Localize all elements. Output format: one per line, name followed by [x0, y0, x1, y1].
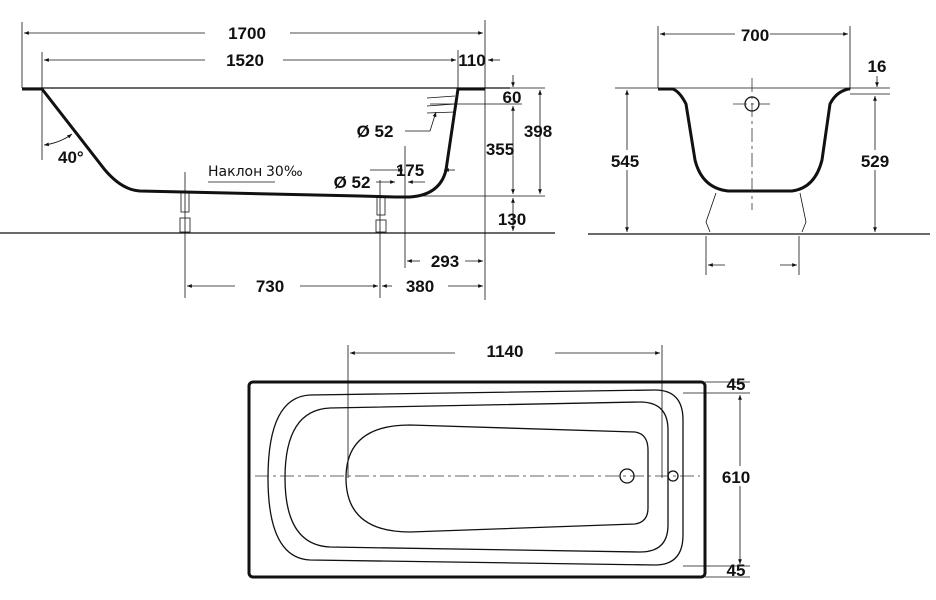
end-view: 700 16 545 529 — [588, 26, 930, 275]
basin-outline — [284, 401, 669, 553]
dim-398: 398 — [524, 122, 552, 141]
dim-355: 355 — [486, 140, 514, 159]
tub-profile — [22, 87, 485, 199]
dim-545: 545 — [611, 152, 639, 171]
angle-40: 40° — [58, 148, 84, 167]
dim-175: 175 — [396, 161, 424, 180]
side-view: 1700 1520 110 60 355 398 130 Ø 52 175 Ø … — [0, 20, 555, 300]
dim-1700: 1700 — [228, 24, 266, 43]
slope-value: 30‰ — [266, 164, 303, 180]
dim-45-top: 45 — [727, 375, 746, 394]
dim-1140: 1140 — [487, 342, 524, 361]
dim-293: 293 — [431, 252, 459, 271]
tub-cross-section — [658, 87, 850, 193]
dim-1520: 1520 — [226, 51, 264, 70]
drain-hole — [619, 468, 635, 484]
rim-inner-outline — [267, 389, 684, 566]
top-view: 1140 45 610 45 — [247, 342, 756, 580]
drain-diameter: Ø 52 — [334, 173, 371, 192]
overflow-hole-top — [667, 470, 679, 482]
overflow-diameter: Ø 52 — [357, 122, 394, 141]
tub-outline-top — [247, 380, 707, 579]
slope-label: Наклон — [208, 164, 262, 180]
bottom-outline — [345, 424, 649, 533]
dim-380: 380 — [406, 277, 434, 296]
dim-529: 529 — [861, 152, 889, 171]
dim-45-bottom: 45 — [727, 561, 746, 580]
dim-60: 60 — [503, 88, 522, 107]
leg-right — [375, 196, 387, 233]
dim-610: 610 — [722, 468, 750, 487]
dim-700: 700 — [741, 26, 769, 45]
dim-16: 16 — [868, 57, 887, 76]
dim-130: 130 — [498, 210, 526, 229]
dim-730: 730 — [256, 277, 284, 296]
dim-110: 110 — [458, 51, 485, 70]
